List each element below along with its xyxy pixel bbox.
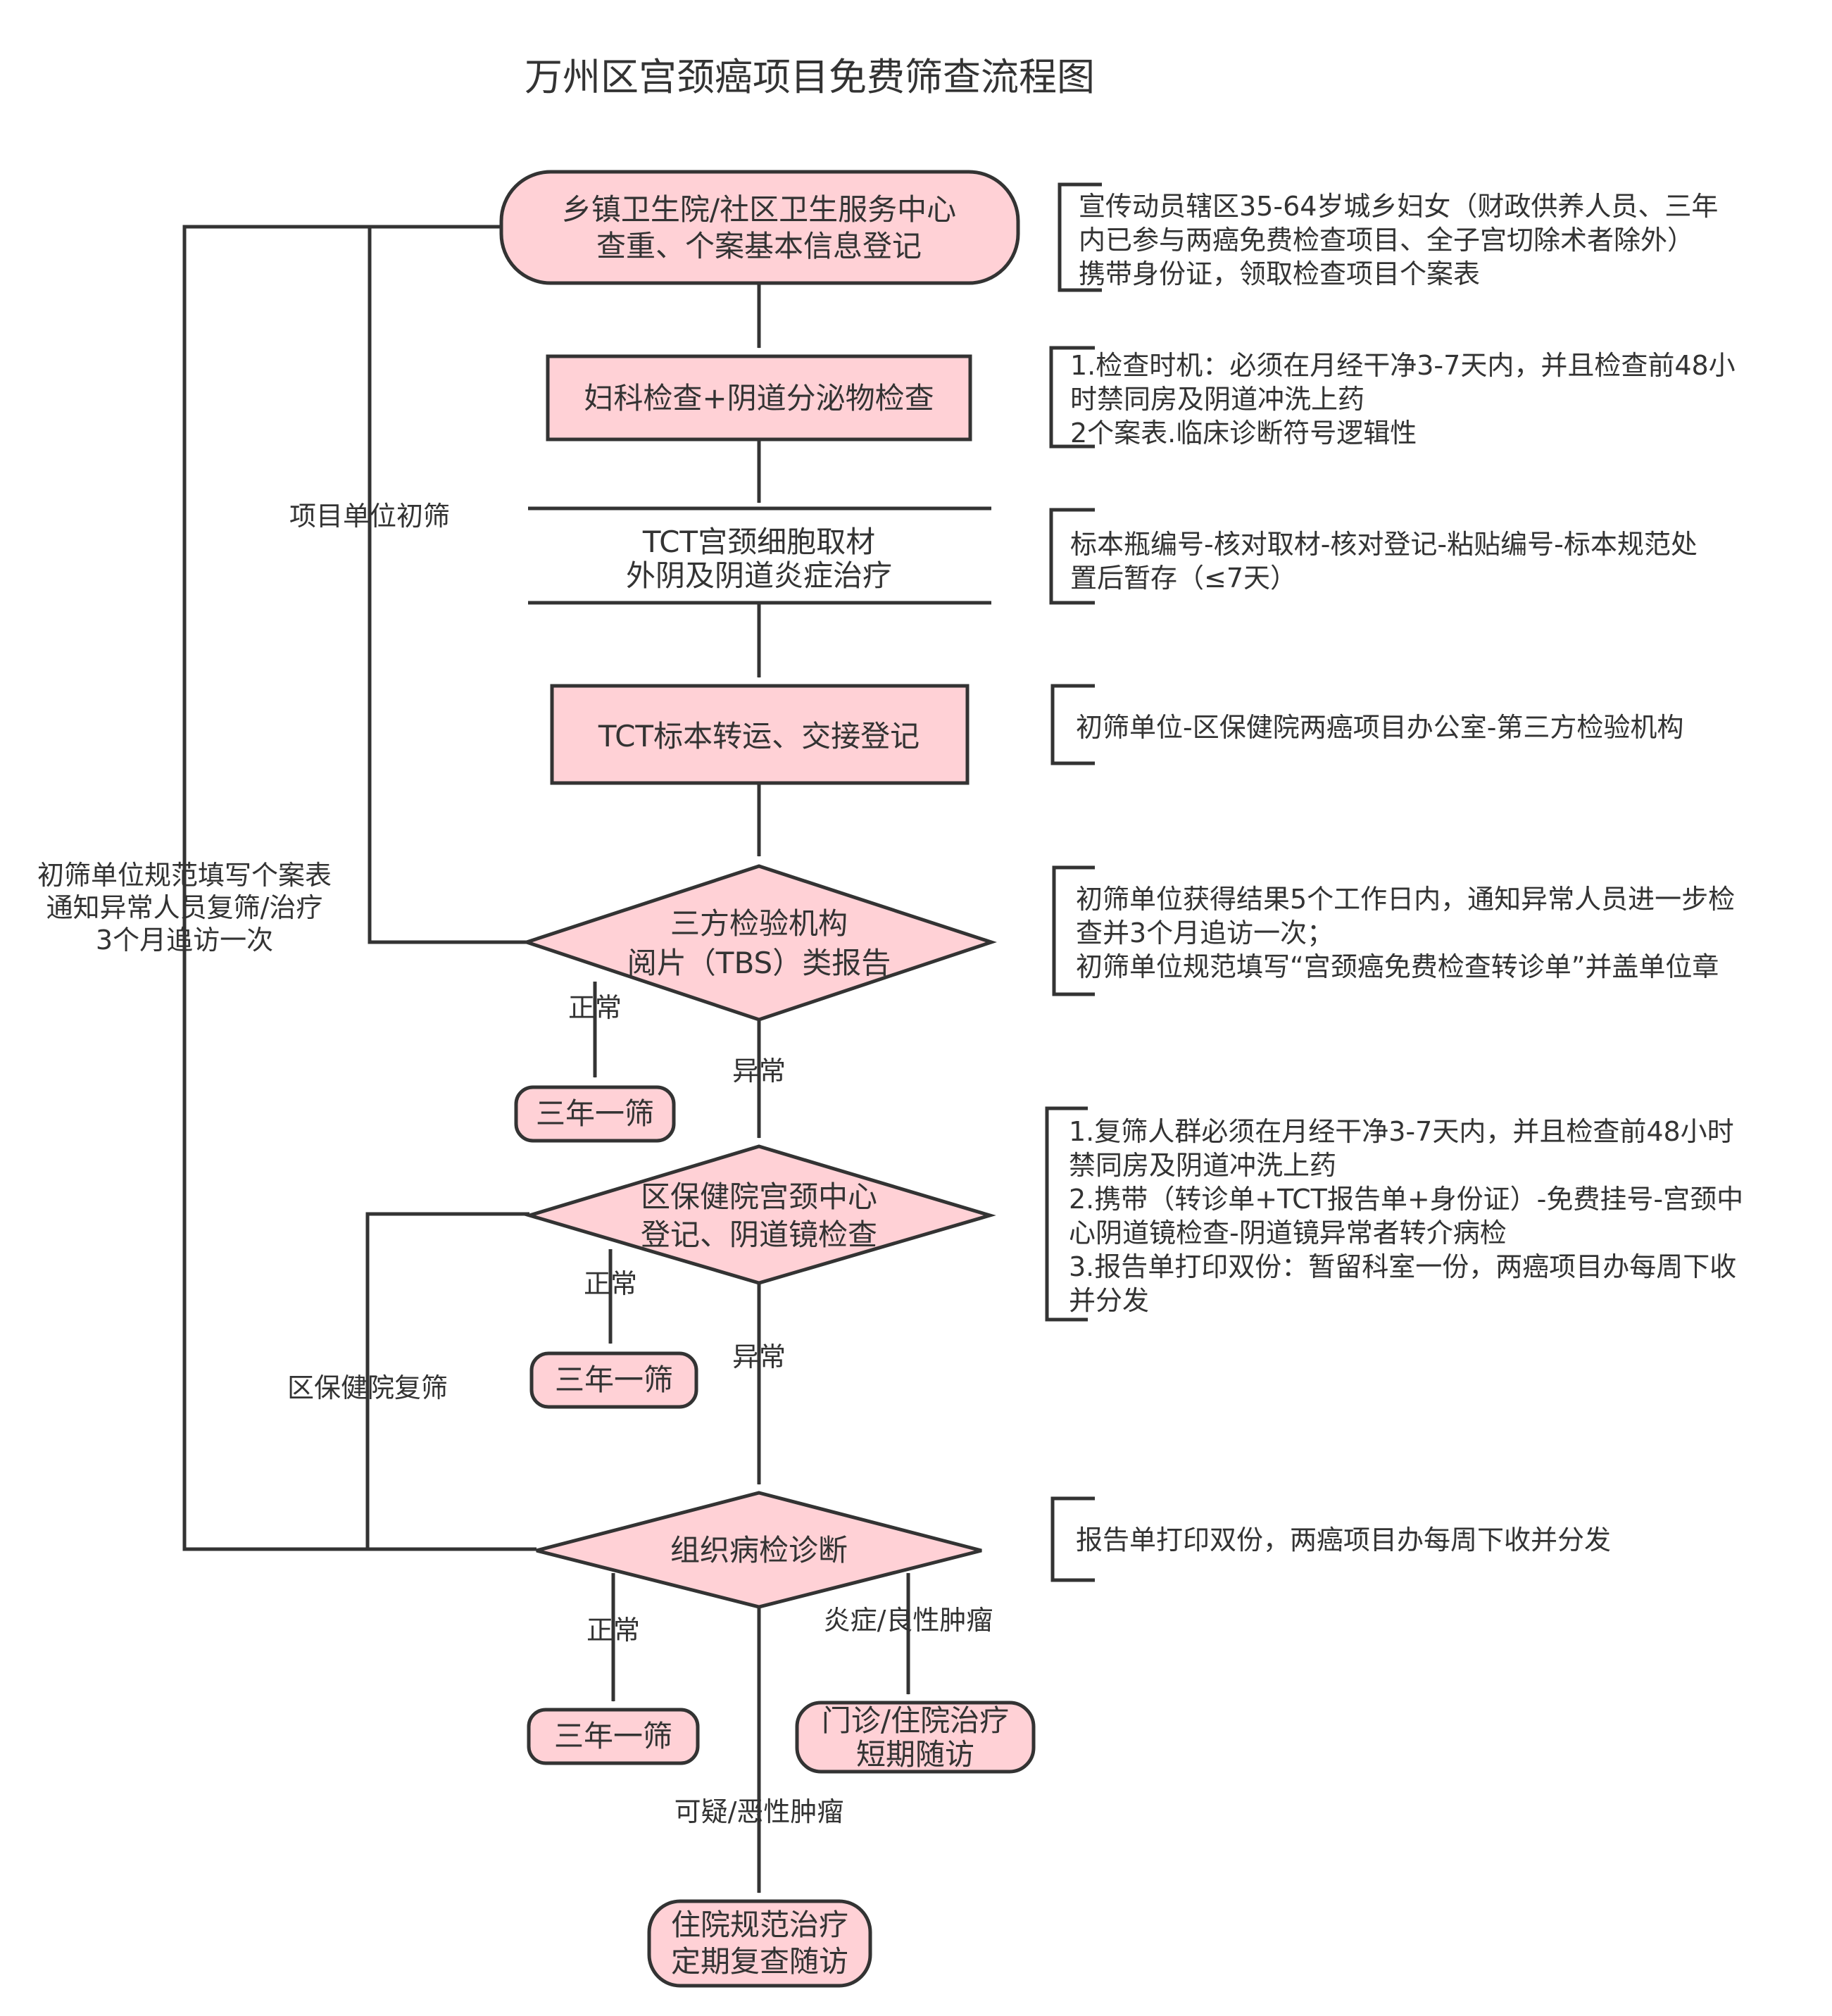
loop-outer (182, 225, 537, 1551)
terminal-three-year-screen-2 (529, 1351, 698, 1409)
edge-label-d3-benign: 炎症/良性肿瘤 (824, 1605, 993, 1636)
edge-label-d1-normal: 正常 (568, 992, 622, 1023)
svg-text:宣传动员辖区35-64岁城乡妇女（财政供养人员、三年: 宣传动员辖区35-64岁城乡妇女（财政供养人员、三年 (1079, 191, 1718, 222)
svg-text:2.携带（转诊单+TCT报告单+身份证）-免费挂号-宫颈中: 2.携带（转诊单+TCT报告单+身份证）-免费挂号-宫颈中 (1069, 1184, 1743, 1215)
edge-label-d2-normal: 正常 (584, 1268, 637, 1299)
annotation-brackets (1045, 182, 1102, 1582)
svg-text:初筛单位规范填写“宫颈癌免费检查转诊单”并盖单位章: 初筛单位规范填写“宫颈癌免费检查转诊单”并盖单位章 (1076, 951, 1719, 982)
node-tct-transport (550, 684, 970, 785)
edge-label-d2-abnormal: 异常 (732, 1341, 786, 1372)
side-label-recheck: 区保健院复筛 (287, 1372, 448, 1403)
node-township-registration-line1: 乡镇卫生院/社区卫生服务中心 (562, 192, 956, 227)
svg-text:初筛单位-区保健院两癌项目办公室-第三方检验机构: 初筛单位-区保健院两癌项目办公室-第三方检验机构 (1076, 712, 1683, 743)
page-title: 万州区宫颈癌项目免费筛查流程图 (525, 55, 1095, 99)
terminal-three-year-screen-3-label: 三年一筛 (554, 1719, 672, 1753)
terminal-three-year-screen-3 (527, 1708, 700, 1765)
svg-text:置后暂存（≤7天）: 置后暂存（≤7天） (1070, 563, 1297, 594)
terminal-inpatient-treatment (647, 1899, 872, 1988)
decision-lab-reading (521, 864, 997, 1022)
note-recheck-requirements: 1.复筛人群必须在月经干净3-7天内，并且检查前48小时 禁同房及阴道冲洗上药 … (1069, 1116, 1743, 1316)
svg-text:1.检查时机：必须在月经干净3-7天内，并且检查前48小: 1.检查时机：必须在月经干净3-7天内，并且检查前48小 (1070, 350, 1736, 381)
svg-text:心阴道镜检查-阴道镜异常者转介病检: 心阴道镜检查-阴道镜异常者转介病检 (1069, 1217, 1507, 1248)
decision-colposcopy-line1: 区保健院宫颈中心 (641, 1179, 877, 1214)
edge-label-d3-malignant: 可疑/恶性肿瘤 (675, 1796, 844, 1827)
loop-initial-screen (368, 225, 527, 944)
note-promotion: 宣传动员辖区35-64岁城乡妇女（财政供养人员、三年 内已参与两癌免费检查项目、… (1079, 191, 1718, 289)
side-label-left-loop-line3: 3个月追访一次 (96, 925, 273, 956)
edge-label-d1-abnormal: 异常 (732, 1056, 786, 1087)
decision-lab-reading-line2: 阅片（TBS）类报告 (627, 946, 891, 980)
node-gyn-exam (546, 354, 972, 442)
svg-text:报告单打印双份，两癌项目办每周下收并分发: 报告单打印双份，两癌项目办每周下收并分发 (1076, 1524, 1611, 1555)
svg-text:1.复筛人群必须在月经干净3-7天内，并且检查前48小时: 1.复筛人群必须在月经干净3-7天内，并且检查前48小时 (1069, 1116, 1734, 1147)
loop-recheck (365, 1212, 529, 1549)
node-gyn-exam-label: 妇科检查+阴道分泌物检查 (584, 381, 934, 415)
decision-biopsy-label: 组织病检诊断 (670, 1533, 848, 1567)
terminal-outpatient-line2: 短期随访 (856, 1737, 974, 1772)
side-label-left-loop-line1: 初筛单位规范填写个案表 (37, 860, 332, 891)
note-specimen-handling: 标本瓶编号-核对取材-核对登记-粘贴编号-标本规范处 置后暂存（≤7天） (1070, 529, 1698, 594)
node-tct-sampling-line2: 外阴及阴道炎症治疗 (626, 558, 892, 593)
svg-text:标本瓶编号-核对取材-核对登记-粘贴编号-标本规范处: 标本瓶编号-核对取材-核对登记-粘贴编号-标本规范处 (1070, 529, 1698, 560)
edge-label-d3-normal: 正常 (586, 1615, 640, 1646)
connectors (182, 225, 910, 1893)
svg-text:并分发: 并分发 (1069, 1285, 1149, 1316)
decision-colposcopy (523, 1144, 996, 1285)
terminal-three-year-screen-1-label: 三年一筛 (536, 1096, 654, 1131)
decision-lab-reading-line1: 三方检验机构 (670, 906, 848, 941)
node-township-registration-line2: 查重、个案基本信息登记 (596, 229, 922, 263)
note-exam-timing: 1.检查时机：必须在月经干净3-7天内，并且检查前48小 时禁同房及阴道冲洗上药… (1070, 350, 1736, 449)
node-tct-sampling (528, 506, 991, 605)
terminal-outpatient-line1: 门诊/住院治疗 (822, 1703, 1009, 1738)
decision-biopsy (536, 1491, 982, 1609)
svg-text:携带身份证，领取检查项目个案表: 携带身份证，领取检查项目个案表 (1079, 258, 1480, 289)
svg-text:时禁同房及阴道冲洗上药: 时禁同房及阴道冲洗上药 (1070, 384, 1364, 415)
note-report-distribution: 报告单打印双份，两癌项目办每周下收并分发 (1076, 1524, 1611, 1555)
node-tct-transport-label: TCT标本转运、交接登记 (598, 719, 920, 753)
terminal-outpatient-treatment (795, 1701, 1036, 1774)
svg-text:禁同房及阴道冲洗上药: 禁同房及阴道冲洗上药 (1069, 1150, 1336, 1181)
svg-text:查并3个月追访一次；: 查并3个月追访一次； (1076, 918, 1334, 948)
terminal-three-year-screen-1 (514, 1085, 676, 1143)
svg-text:初筛单位获得结果5个工作日内，通知异常人员进一步检: 初筛单位获得结果5个工作日内，通知异常人员进一步检 (1076, 884, 1735, 915)
svg-text:内已参与两癌免费检查项目、全子宫切除术者除外）: 内已参与两癌免费检查项目、全子宫切除术者除外） (1079, 225, 1694, 256)
side-label-left-loop-line2: 通知异常人员复筛/治疗 (46, 892, 323, 923)
note-transport-route: 初筛单位-区保健院两癌项目办公室-第三方检验机构 (1076, 712, 1683, 743)
svg-text:3.报告单打印双份：暂留科室一份，两癌项目办每周下收: 3.报告单打印双份：暂留科室一份，两癌项目办每周下收 (1069, 1251, 1736, 1282)
node-tct-sampling-line1: TCT宫颈细胞取材 (642, 525, 875, 559)
decision-colposcopy-line2: 登记、阴道镜检查 (641, 1217, 877, 1252)
node-township-registration (499, 170, 1020, 285)
terminal-three-year-screen-2-label: 三年一筛 (555, 1363, 673, 1397)
note-result-followup: 初筛单位获得结果5个工作日内，通知异常人员进一步检 查并3个月追访一次； 初筛单… (1076, 884, 1735, 982)
terminal-inpatient-line2: 定期复查随访 (671, 1944, 848, 1979)
svg-text:2个案表.临床诊断符号逻辑性: 2个案表.临床诊断符号逻辑性 (1070, 418, 1417, 449)
terminal-inpatient-line1: 住院规范治疗 (671, 1908, 848, 1942)
side-label-initial-screen: 项目单位初筛 (289, 501, 450, 532)
